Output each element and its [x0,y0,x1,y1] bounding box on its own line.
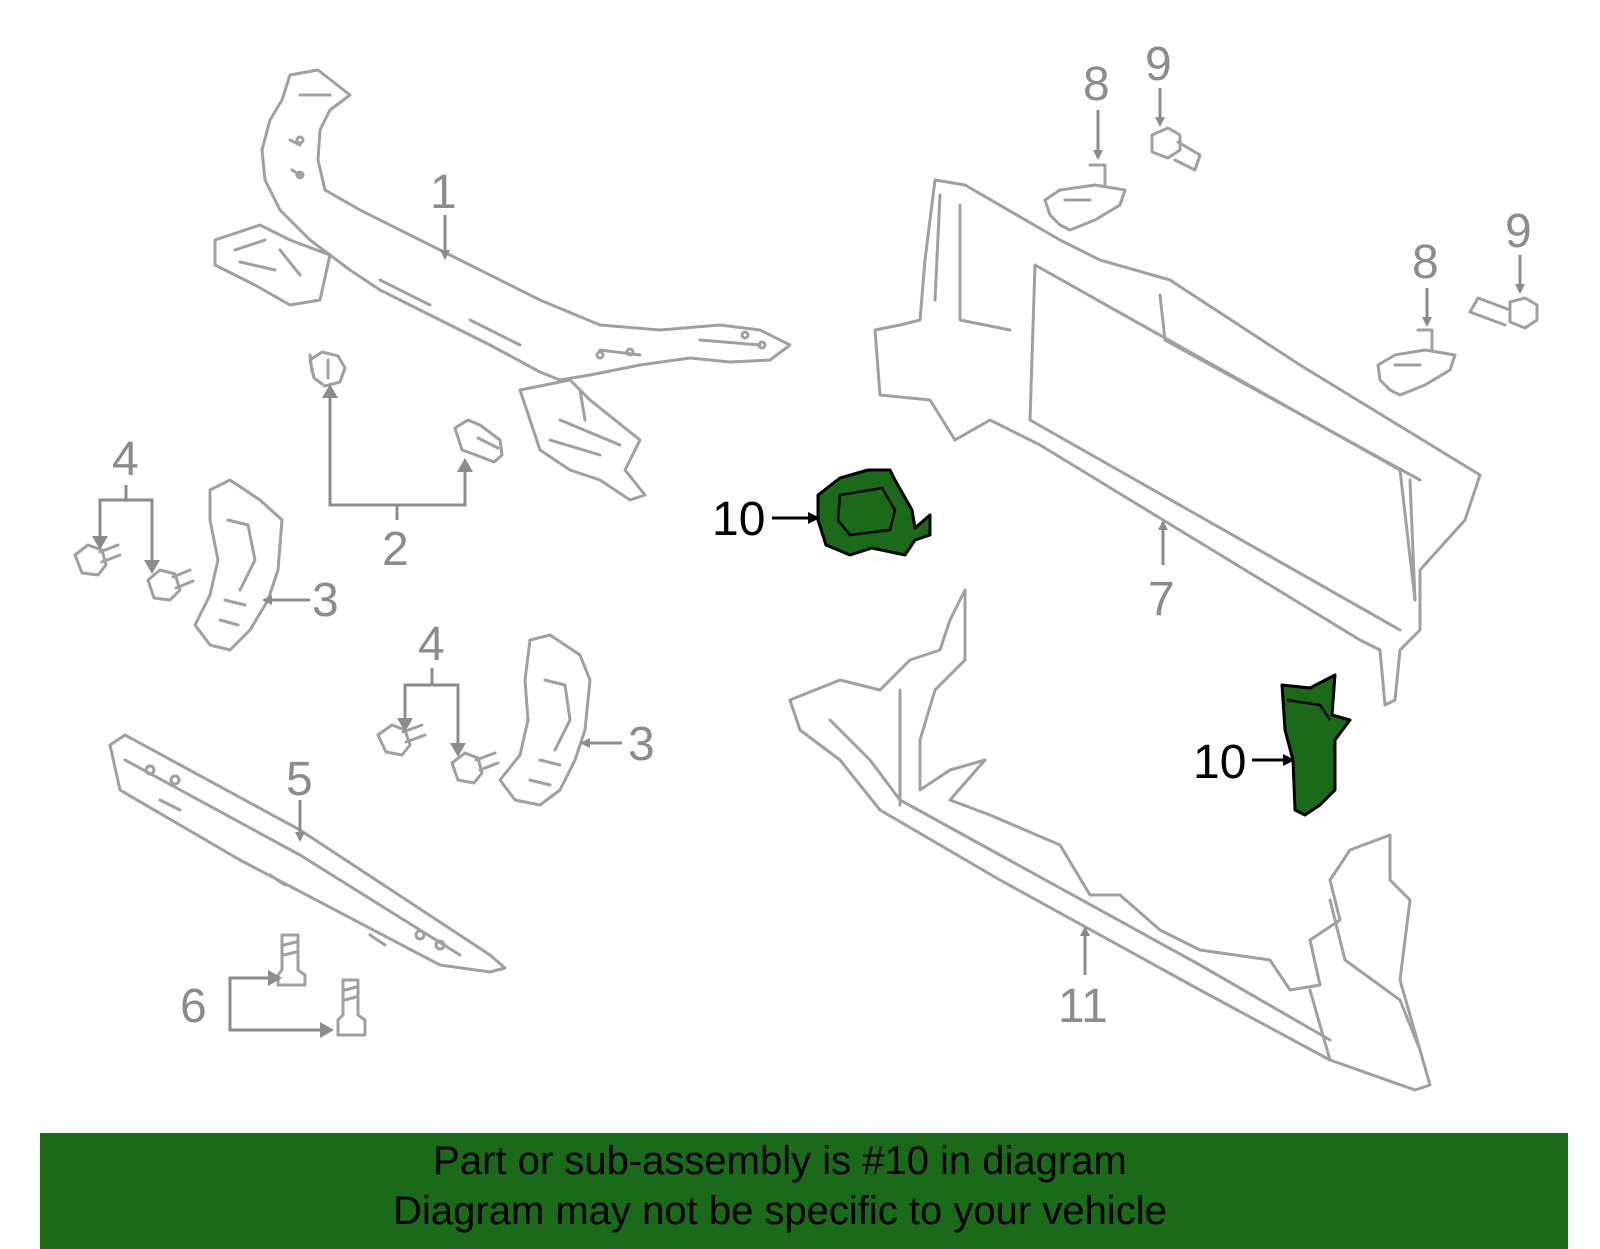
part-4-bolts-right [376,723,500,785]
callout-4-right: 4 [418,618,445,671]
callout-8-right: 8 [1412,236,1439,289]
callout-7: 7 [1148,573,1175,626]
part-8-clips [1043,163,1457,397]
part-2-bolts [308,350,504,464]
part-1-upper-support [213,68,792,502]
callout-1: 1 [430,166,457,219]
callout-8-top: 8 [1083,58,1110,111]
part-11-lower-air-guide [788,588,1432,1092]
callout-4-left: 4 [112,433,139,486]
part-4-bolts-left [73,543,195,602]
part-6-studs [276,933,367,1037]
part-10-baffle-right [1280,673,1352,817]
callout-10-right: 10 [1193,736,1246,789]
callout-3-left: 3 [312,574,339,627]
part-3-bracket-right [498,633,592,807]
info-banner: Part or sub-assembly is #10 in diagram D… [40,1133,1568,1249]
part-9-bolts [1150,126,1539,330]
banner-line-part-number: Part or sub-assembly is #10 in diagram [433,1139,1127,1183]
callout-11: 11 [1058,980,1108,1033]
part-5-lower-tie-bar [108,733,507,974]
part-3-bracket-left [193,478,284,652]
callout-2: 2 [382,523,409,576]
callout-6: 6 [180,980,207,1033]
part-10-baffle-left [816,468,932,557]
callout-10-left: 10 [712,493,765,546]
part-7-air-deflector [873,178,1482,707]
banner-line-disclaimer: Diagram may not be specific to your vehi… [393,1189,1167,1233]
callout-3-right: 3 [628,718,655,771]
callout-9-top: 9 [1145,38,1172,91]
callout-5: 5 [286,753,313,806]
callout-9-right: 9 [1505,205,1532,258]
